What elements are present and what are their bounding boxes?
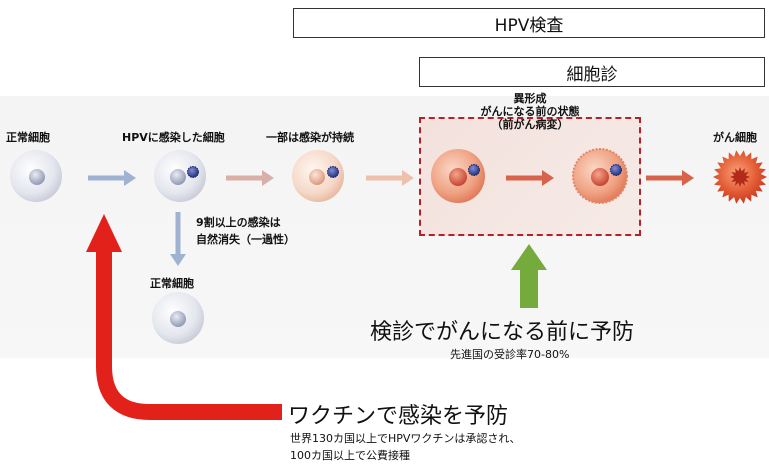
persistent-infection-cell (292, 150, 344, 202)
persistent-infection-label: 一部は感染が持続 (266, 131, 354, 144)
cytology-box: 細胞診 (419, 57, 765, 87)
dysplasia-label-line2: がんになる前の状態 (480, 105, 580, 118)
dysplasia-cell-1 (431, 149, 485, 203)
cytology-label: 細胞診 (566, 64, 618, 85)
arrow-persistent-to-dysplasia (366, 170, 414, 186)
hpv-infected-cell (154, 150, 206, 202)
natural-clearance-text: 9割以上の感染は 自然消失（一過性） (196, 214, 295, 248)
hpv-infected-label: HPVに感染した細胞 (122, 131, 225, 144)
arrow-normal-to-infected (88, 170, 136, 186)
arrow-dysplasia-to-cancer (646, 170, 694, 186)
screening-title: 検診でがんになる前に予防 (370, 320, 635, 345)
dysplasia-title: 異形成 がんになる前の状態 （前がん病変） (419, 92, 641, 131)
normal-cell-label: 正常細胞 (6, 131, 50, 144)
arrow-natural-clearance (170, 212, 186, 266)
screening-arrow (511, 244, 547, 308)
cancer-cell-label: がん細胞 (713, 131, 757, 144)
natural-clearance-line2: 自然消失（一過性） (196, 233, 295, 246)
normal-cell-recovered (152, 292, 204, 344)
cancer-cell (713, 150, 767, 204)
normal-cell (10, 150, 62, 202)
vaccine-details: 世界130カ国以上でHPVワクチンは承認され、 100カ国以上で公費接種 (290, 430, 521, 464)
arrow-infected-to-persistent (226, 170, 274, 186)
arrow-dysplasia-progression (506, 170, 554, 186)
vaccine-arrow (86, 214, 282, 420)
vaccine-details-line1: 世界130カ国以上でHPVワクチンは承認され、 (290, 432, 521, 445)
screening-subtitle: 先進国の受診率70-80% (450, 348, 570, 361)
natural-clearance-line1: 9割以上の感染は (196, 216, 281, 229)
dysplasia-label-line3: （前がん病変） (491, 118, 569, 131)
vaccine-title: ワクチンで感染を予防 (288, 404, 509, 429)
hpv-test-label: HPV検査 (494, 15, 564, 36)
cancer-cell-nucleus (730, 167, 750, 187)
dysplasia-label-line1: 異形成 (513, 92, 547, 105)
dysplasia-cell-2 (572, 148, 628, 204)
normal-cell-again-label: 正常細胞 (150, 277, 194, 290)
vaccine-details-line2: 100カ国以上で公費接種 (290, 449, 410, 462)
hpv-test-box: HPV検査 (293, 8, 765, 38)
